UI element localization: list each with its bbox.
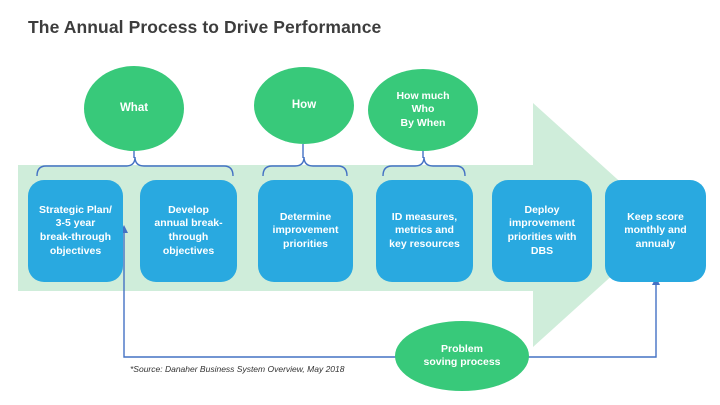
bubble-how-much-who-by-when: How much Who By When — [368, 69, 478, 151]
brace-how — [262, 156, 348, 177]
brace-howmuch — [382, 156, 466, 177]
bubble-problem-solving-process: Problem soving process — [395, 321, 529, 391]
step-id-measures-label: ID measures, metrics and key resources — [389, 210, 460, 250]
feedback-connector-line — [123, 231, 657, 358]
brace-what — [36, 156, 234, 177]
bubble-what: What — [84, 66, 184, 151]
bubble-problem-solving-label: Problem soving process — [423, 342, 501, 368]
step-develop-annual-objectives: Develop annual break- through objectives — [140, 180, 237, 282]
step-deploy-with-dbs: Deploy improvement priorities with DBS — [492, 180, 592, 282]
step-develop-annual-objectives-label: Develop annual break- through objectives — [154, 203, 223, 257]
step-keep-score-label: Keep score monthly and annualy — [624, 210, 687, 250]
step-strategic-plan: Strategic Plan/ 3-5 year break-through o… — [28, 180, 123, 282]
step-id-measures: ID measures, metrics and key resources — [376, 180, 473, 282]
step-strategic-plan-label: Strategic Plan/ 3-5 year break-through o… — [39, 203, 112, 257]
step-determine-priorities-label: Determine improvement priorities — [272, 210, 339, 250]
source-note: *Source: Danaher Business System Overvie… — [130, 364, 345, 374]
step-determine-priorities: Determine improvement priorities — [258, 180, 353, 282]
step-keep-score: Keep score monthly and annualy — [605, 180, 706, 282]
bubble-how-label: How — [291, 99, 317, 112]
bubble-what-label: What — [119, 102, 149, 115]
step-deploy-with-dbs-label: Deploy improvement priorities with DBS — [507, 203, 577, 257]
bubble-how-much-label: How much Who By When — [396, 90, 450, 129]
bubble-how: How — [254, 67, 354, 144]
page-title: The Annual Process to Drive Performance — [28, 17, 382, 37]
